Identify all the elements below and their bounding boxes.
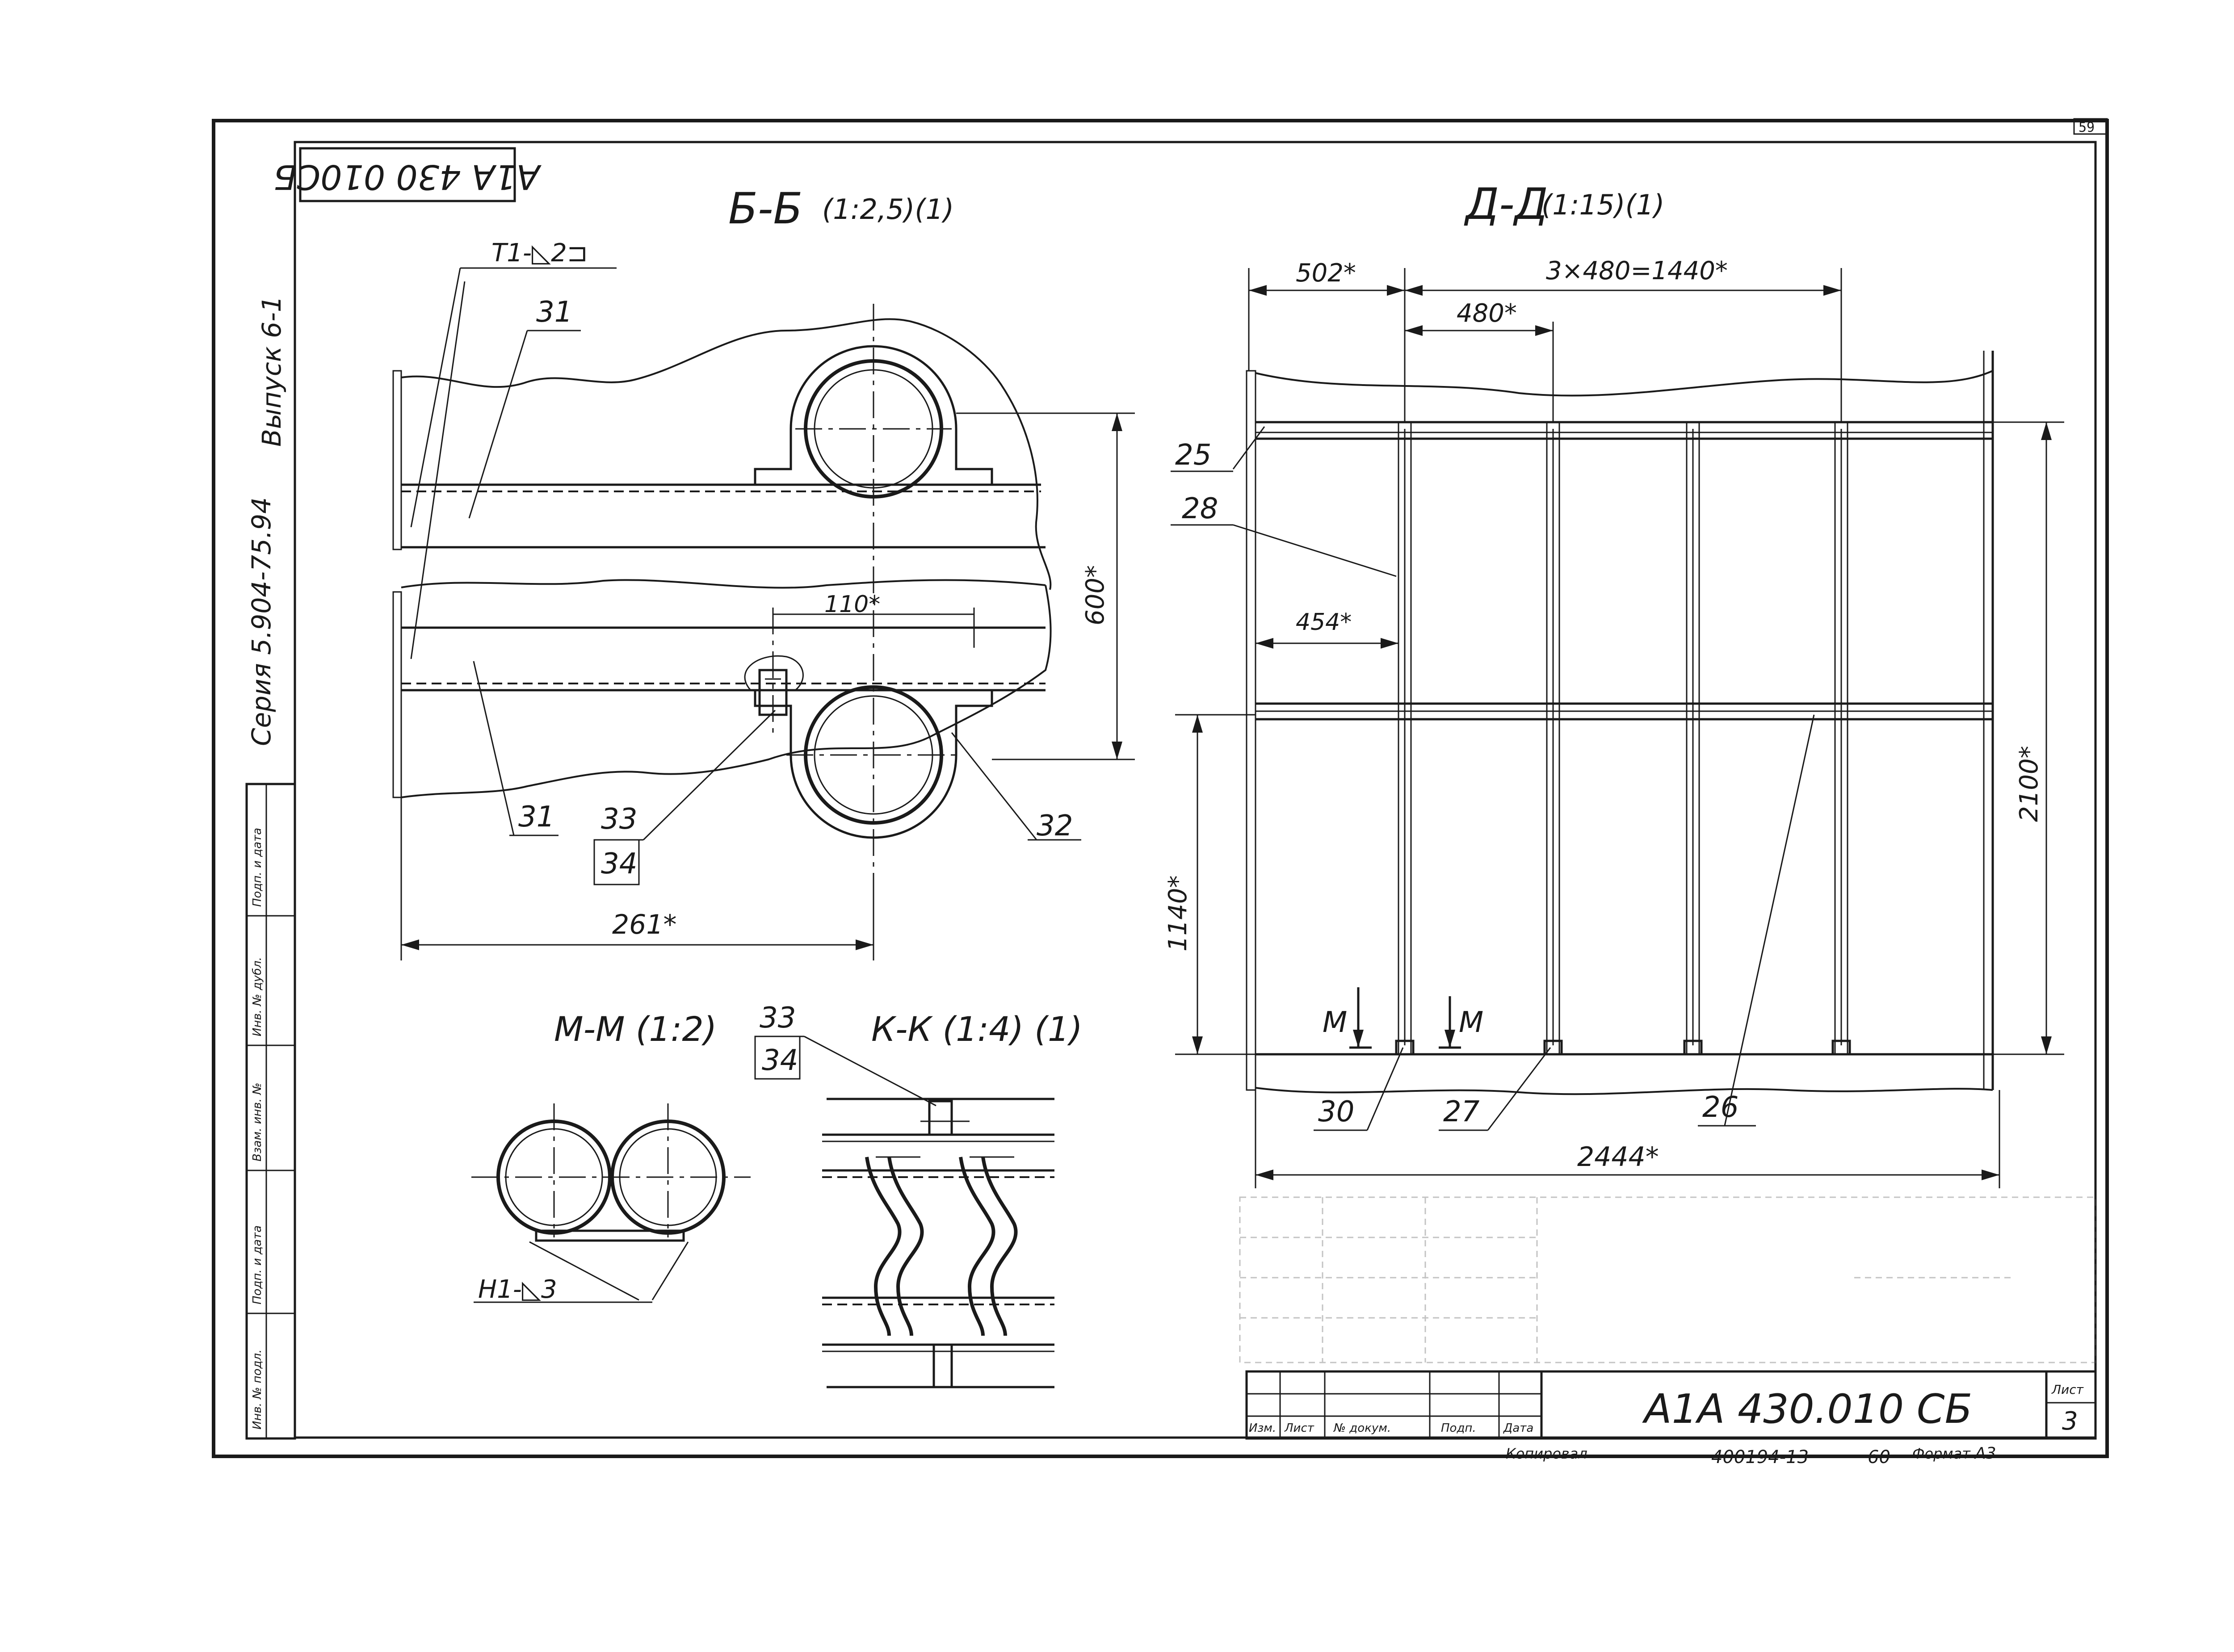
dd-dim-502: 502* [1296, 259, 1356, 288]
kk-pos-33-34-callout: 33 34 [754, 1002, 804, 1080]
dd-pos-30: 30 [1318, 1095, 1354, 1128]
title-sheet-label: Лист [2051, 1382, 2084, 1397]
title-col-sign: Подп. [1441, 1421, 1476, 1435]
side-series-text: Серия 5.904-75.94 [246, 497, 277, 746]
side-issue-text: Выпуск 6-1 [256, 296, 287, 447]
svg-text:34: 34 [601, 847, 637, 881]
section-bb-drawing [392, 268, 1135, 960]
strip-label-4: Подп. и дата [251, 828, 264, 907]
dd-dim-1140: 1140* [1163, 875, 1193, 952]
mm-weld-label: Н1-◺3 [478, 1275, 557, 1304]
dd-pos-26: 26 [1702, 1091, 1738, 1124]
section-mm-drawing [471, 1103, 751, 1303]
dd-dim-454: 454* [1296, 609, 1352, 636]
dd-cut-m-right: М [1459, 1006, 1483, 1039]
footer-code: 60 [1868, 1447, 1890, 1468]
section-kk-drawing [804, 1036, 1054, 1388]
dd-pos-25: 25 [1175, 439, 1211, 472]
title-block [1245, 1370, 2097, 1440]
bb-dim-110: 110* [824, 591, 880, 618]
dd-dim-480: 480* [1457, 299, 1517, 328]
strip-label-3: Инв. № дубл. [251, 957, 264, 1036]
bb-weld-label: Т1-◺2⊐ [491, 239, 588, 268]
section-mm-title: М-М (1:2) [554, 1009, 717, 1049]
section-kk-title: К-К (1:4) (1) [871, 1009, 1083, 1049]
svg-text:А1А 430 010СБ: А1А 430 010СБ [273, 157, 542, 197]
rotated-doc-code: А1А 430 010СБ [273, 147, 542, 202]
section-dd-title: Д-Д [1464, 179, 1548, 229]
section-bb-title: Б-Б [728, 184, 802, 234]
sheet-corner-box [2073, 118, 2108, 135]
dd-cut-m-left: М [1323, 1006, 1347, 1039]
title-col-date: Дата [1503, 1421, 1533, 1435]
strip-label-1: Подп. и дата [251, 1225, 264, 1304]
title-col-doc: № докум. [1333, 1421, 1391, 1435]
inner-frame [294, 141, 2097, 1439]
svg-text:33: 33 [601, 803, 637, 836]
title-col-izm: Изм. [1249, 1421, 1276, 1435]
dd-dim-2444: 2444* [1577, 1141, 1659, 1173]
title-doc-code: А1А 430.010 СБ [1642, 1386, 1972, 1433]
bb-pos-31-bottom: 31 [518, 801, 554, 834]
bb-dim-600: 600* [1081, 565, 1110, 625]
footer-format-label: Формат [1912, 1445, 1971, 1462]
strip-label-0: Инв. № подл. [251, 1350, 264, 1430]
title-sheet-number: 3 [2062, 1407, 2078, 1436]
footer-inventory: 400194-13 [1711, 1447, 1809, 1468]
bb-pos-33-34-callout: 33 34 [593, 803, 643, 885]
bb-pos-31-top: 31 [536, 296, 572, 329]
dd-dim-3x480: 3×480=1440* [1546, 256, 1728, 285]
svg-text:34: 34 [762, 1044, 798, 1077]
strip-label-2: Взам. инв. № [251, 1082, 264, 1161]
bb-dim-261: 261* [612, 909, 677, 940]
footer-format-value: А3 [1974, 1444, 1996, 1463]
footer-copied: Копировал [1506, 1445, 1587, 1462]
outer-frame [212, 119, 2109, 1458]
dd-pos-28: 28 [1182, 492, 1218, 525]
dd-pos-27: 27 [1443, 1095, 1480, 1128]
faded-spec-table [1239, 1196, 2096, 1363]
sheet-corner-number: 59 [2079, 120, 2095, 135]
title-col-list: Лист [1284, 1421, 1314, 1435]
section-dd-drawing [1171, 268, 2064, 1188]
bb-pos-32: 32 [1037, 809, 1073, 843]
section-dd-scale: (1:15)(1) [1541, 189, 1664, 221]
dd-dim-2100: 2100* [2015, 746, 2044, 822]
section-bb-scale: (1:2,5)(1) [822, 193, 954, 226]
left-signature-strip: Инв. № подл. Подп. и дата Взам. инв. № И… [245, 783, 296, 1440]
svg-text:33: 33 [760, 1002, 796, 1035]
